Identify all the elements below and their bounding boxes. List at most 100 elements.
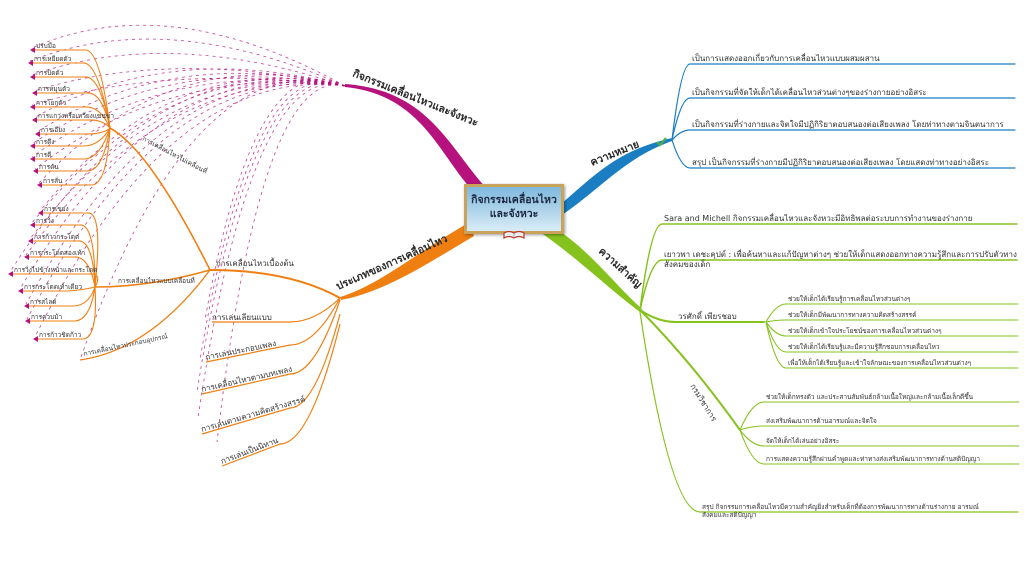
non-locomotor-item[interactable]: การสั่น <box>37 127 111 188</box>
types-item[interactable]: การเล่นเป็นนิทาน <box>219 323 341 467</box>
locomotor-item-label[interactable]: การก้าวชิดก้าว <box>39 331 82 339</box>
non-locomotor-item-label[interactable]: การโยกตัว <box>36 99 67 107</box>
academic-item[interactable]: ช่วยให้เด็กทรงตัว และประสานสัมพันธ์กล้าม… <box>739 392 1020 431</box>
locomotor-item-label[interactable]: การเขย่ง <box>44 205 69 213</box>
importance-yaowapa[interactable]: เยาวพา เดชะคุปต์ : เพื่อค้นหาและแก้ปัญหา… <box>639 248 1018 311</box>
cross-links <box>9 24 346 443</box>
locomotor-item[interactable]: การกระโดดสองเท้า <box>24 249 96 288</box>
locomotor-item[interactable]: การวิ่ง <box>30 216 96 288</box>
non-locomotor-item-label[interactable]: ปรบมือ <box>36 42 56 50</box>
worasak-item-label[interactable]: ช่วยให้เด็กมีพัฒนาการทางความคิดสร้างสรรค… <box>788 310 917 319</box>
academic-connector <box>639 309 741 431</box>
non-locomotor-item-connector <box>34 127 111 160</box>
types-item-label[interactable]: การเล่นตามความคิดสร้างสรรค์ <box>200 394 307 434</box>
central-topic[interactable]: กิจกรรมเคลื่อนไหว และจังหวะ <box>464 184 564 234</box>
meaning-item[interactable]: เป็นกิจกรรมที่ร่างกายและจิตใจมีปฏิกิริยา… <box>671 118 1016 141</box>
cross-link <box>38 74 346 184</box>
non-locomotor-item-label[interactable]: การตี <box>36 151 51 159</box>
non-locomotor-item[interactable]: การดึง <box>30 127 111 149</box>
locomotor-item-label[interactable]: การก้าวกระโดด <box>34 233 79 241</box>
worasak-item-label[interactable]: ช่วยให้เด็กเข้าใจประโยชน์ของการเคลื่อนไห… <box>788 326 942 335</box>
importance-sara-label[interactable]: Sara and Michell กิจกรรมเคลื่อนไหวและจัง… <box>664 212 972 223</box>
non-locomotor-item-label[interactable]: การบิดตัว <box>36 69 64 77</box>
importance-summary-label[interactable]: สรุป กิจกรรมการเคลื่อนไหวมีความสำคัญยิ่ง… <box>702 502 981 519</box>
worasak-item[interactable]: ช่วยให้เด็กได้เรียนรู้และมีความรู้สึกชอบ… <box>765 321 1019 353</box>
non-locomotor-item-label[interactable]: การดึง <box>36 138 54 146</box>
academic-item-label[interactable]: การแสดงความรู้สึกผ่านคำพูดและท่าทางส่งเส… <box>766 455 980 463</box>
types-basic-label[interactable]: การเคลื่อนไหวเบื้องต้น <box>216 257 294 268</box>
non-locomotor-item-label[interactable]: การเอียง <box>41 126 65 134</box>
meaning-item[interactable]: สรุป เป็นกิจกรรมที่ร่างกายมีปฏิกิริยาตอบ… <box>671 139 1016 169</box>
worasak-item[interactable]: เพื่อให้เด็กได้เรียนรู้และเข้าใจลักษณะขอ… <box>765 321 1019 369</box>
non-locomotor-item[interactable]: การดัน <box>33 127 111 174</box>
locomotor-item[interactable]: การก้าวกระโดด <box>28 233 96 288</box>
academic-item-label[interactable]: ช่วยให้เด็กทรงตัว และประสานสัมพันธ์กล้าม… <box>766 392 974 401</box>
types-item-label[interactable]: การเล่นเลียนแบบ <box>212 313 272 322</box>
meaning-item-label[interactable]: เป็นกิจกรรมที่จัดให้เด็กได้เคลื่อนไหวส่ว… <box>692 86 927 97</box>
worasak-item-label[interactable]: เพื่อให้เด็กได้เรียนรู้และเข้าใจลักษณะขอ… <box>788 358 971 367</box>
types-item-label[interactable]: การเคลื่อนไหวตามบทเพลง <box>200 363 293 394</box>
worasak-item-label[interactable]: ช่วยให้เด็กได้เรียนรู้การเคลื่อนไหวส่วนต… <box>788 294 910 303</box>
locomotor-label[interactable]: การเคลื่อนไหวแบบเคลื่อนที่ <box>118 276 195 285</box>
academic-item[interactable]: จัดให้เด็กได้เล่นอย่างอิสระ <box>739 429 1020 447</box>
academic-item-label[interactable]: จัดให้เด็กได้เล่นอย่างอิสระ <box>766 436 839 445</box>
text-line: สรุป เป็นกิจกรรมที่ร่างกายมีปฏิกิริยาตอบ… <box>692 156 989 167</box>
text-line: ช่วยให้เด็กทรงตัว และประสานสัมพันธ์กล้าม… <box>766 392 974 401</box>
types-item-label[interactable]: การเล่นเป็นนิทาน <box>219 435 280 466</box>
importance-sara[interactable]: Sara and Michell กิจกรรมเคลื่อนไหวและจัง… <box>639 212 1018 311</box>
locomotor-item-connector <box>37 286 97 340</box>
academic-item-label[interactable]: ส่งเสริมพัฒนาการด้านอารมณ์และจิตใจ <box>766 417 877 425</box>
non-locomotor-item-label[interactable]: การเหยียดตัว <box>34 55 72 63</box>
locomotor-item-label[interactable]: การกระโดดสองเท้า <box>30 249 85 257</box>
non-locomotor-item[interactable]: ปรบมือ <box>30 42 111 129</box>
central-topic-line2: และจังหวะ <box>489 208 539 220</box>
academic-item[interactable]: ส่งเสริมพัฒนาการด้านอารมณ์และจิตใจ <box>739 417 1020 431</box>
locomotor-item[interactable]: การควบม้า <box>25 286 96 324</box>
locomotor-item-label[interactable]: การวิ่ง <box>36 216 54 225</box>
locomotor-item-label[interactable]: การควบม้า <box>31 313 62 321</box>
locomotor-item[interactable]: การวิ่งไปข้างหน้าและกระโดด <box>8 265 99 288</box>
non-locomotor-item[interactable]: การโยกตัว <box>30 99 111 129</box>
text-line: ส่งเสริมพัฒนาการด้านอารมณ์และจิตใจ <box>766 417 877 425</box>
meaning-item[interactable]: เป็นการแสดงออกเกี่ยวกับการเคลื่อนไหวแบบผ… <box>671 52 1016 141</box>
branch-activities-label[interactable]: กิจกรรมเคลื่อนไหวและจังหวะ <box>350 65 481 129</box>
importance-summary[interactable]: สรุป กิจกรรมการเคลื่อนไหวมีความสำคัญยิ่ง… <box>639 311 1019 519</box>
non-locomotor-item[interactable]: การตี <box>30 127 111 162</box>
locomotor-item[interactable]: การกระโดดเท้าเดียว <box>18 283 96 294</box>
equipment-label[interactable]: การเคลื่อนไหวประกอบอุปกรณ์ <box>83 331 169 358</box>
types-item[interactable]: การเล่นประกอบเพลง <box>205 297 341 363</box>
worasak-item[interactable]: ช่วยให้เด็กมีพัฒนาการทางความคิดสร้างสรรค… <box>765 310 1019 323</box>
non-locomotor-item-label[interactable]: การหมุนตัว <box>38 85 70 93</box>
non-locomotor-item-label[interactable]: การสั่น <box>43 176 63 185</box>
importance-worasak[interactable]: วรศักดิ์ เพียรชอบ <box>639 309 765 323</box>
non-locomotor-item[interactable]: การแกว่งหรือเหวี่ยงแขนขา <box>32 111 114 129</box>
branch-types-label[interactable]: ประเภทของการเคลื่อนไหว <box>333 230 449 293</box>
meaning-item-label[interactable]: เป็นการแสดงออกเกี่ยวกับการเคลื่อนไหวแบบผ… <box>692 52 880 63</box>
text-line: ช่วยให้เด็กเข้าใจประโยชน์ของการเคลื่อนไห… <box>788 326 942 335</box>
worasak-item[interactable]: ช่วยให้เด็กได้เรียนรู้การเคลื่อนไหวส่วนต… <box>765 294 1019 323</box>
locomotor-item[interactable]: การสไลด์ <box>24 286 96 309</box>
academic-item[interactable]: การแสดงความรู้สึกผ่านคำพูดและท่าทางส่งเส… <box>739 429 1020 465</box>
academic-item-connector <box>739 425 1020 431</box>
locomotor-item-label[interactable]: การสไลด์ <box>30 298 57 306</box>
locomotor-item-label[interactable]: การวิ่งไปข้างหน้าและกระโดด <box>14 265 97 274</box>
meaning-item-label[interactable]: เป็นกิจกรรมที่ร่างกายและจิตใจมีปฏิกิริยา… <box>692 118 1004 129</box>
importance-worasak-label[interactable]: วรศักดิ์ เพียรชอบ <box>678 310 737 321</box>
meaning-item-label[interactable]: สรุป เป็นกิจกรรมที่ร่างกายมีปฏิกิริยาตอบ… <box>692 156 989 167</box>
importance-yaowapa-label[interactable]: เยาวพา เดชะคุปต์ : เพื่อค้นหาและแก้ปัญหา… <box>664 248 1017 269</box>
non-locomotor-item[interactable]: การหมุนตัว <box>32 85 111 129</box>
importance-academic-label[interactable]: กรมวิชาการ <box>688 382 719 423</box>
locomotor-item-label[interactable]: การกระโดดเท้าเดียว <box>24 283 82 291</box>
non-locomotor-item-label[interactable]: การดัน <box>39 163 59 171</box>
arrow-icon <box>24 303 29 309</box>
locomotor-item[interactable]: การก้าวชิดก้าว <box>33 286 97 342</box>
types-item[interactable]: การเล่นเลียนแบบ <box>212 297 341 323</box>
branch-importance-label[interactable]: ความสำคัญ <box>596 245 644 290</box>
worasak-item-label[interactable]: ช่วยให้เด็กได้เรียนรู้และมีความรู้สึกชอบ… <box>788 342 940 351</box>
meaning-item[interactable]: เป็นกิจกรรมที่จัดให้เด็กได้เคลื่อนไหวส่ว… <box>671 86 1016 141</box>
non-locomotor-item-label[interactable]: การแกว่งหรือเหวี่ยงแขนขา <box>38 111 114 120</box>
arrow-icon <box>37 182 42 188</box>
worasak-item[interactable]: ช่วยให้เด็กเข้าใจประโยชน์ของการเคลื่อนไห… <box>765 321 1019 337</box>
locomotor-item[interactable]: การเขย่ง <box>38 205 99 288</box>
cross-link <box>33 68 346 119</box>
